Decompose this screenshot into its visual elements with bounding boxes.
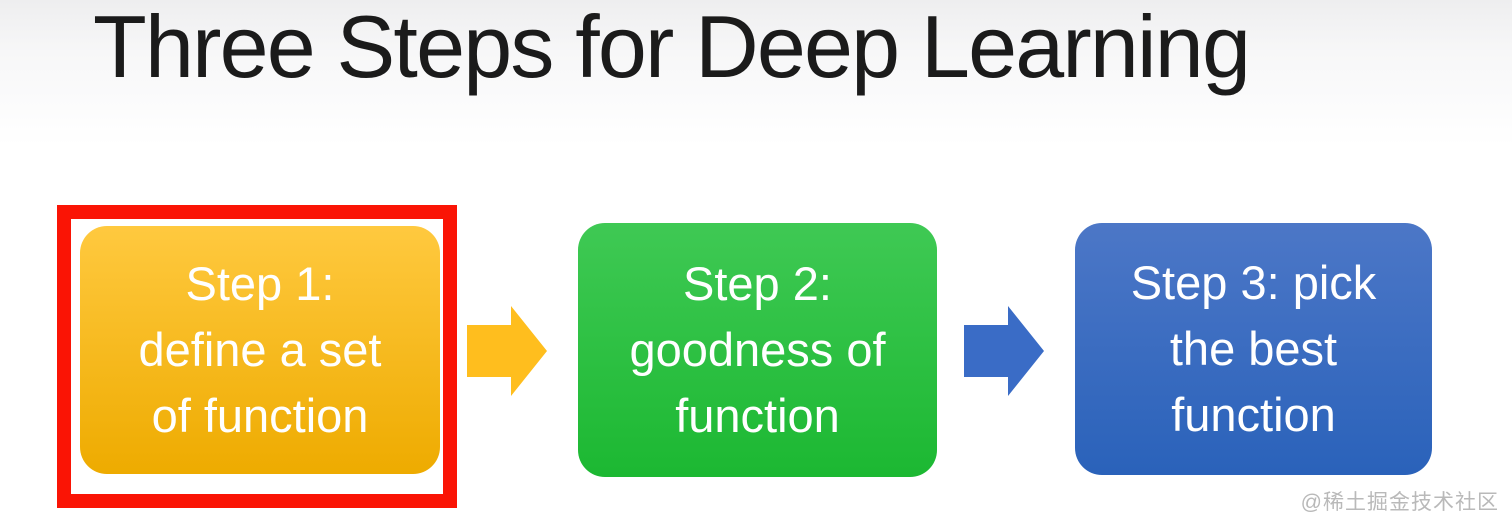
arrow-right-icon xyxy=(964,306,1044,396)
arrow-right-shape xyxy=(467,306,547,396)
step1-highlight-frame xyxy=(57,205,457,508)
step2-line3: function xyxy=(675,389,840,442)
slide-title: Three Steps for Deep Learning xyxy=(93,0,1251,96)
step1-line3: of function xyxy=(151,389,369,442)
step1-line2: define a set xyxy=(138,323,382,376)
step2-line1: Step 2: xyxy=(683,257,832,310)
step1-line1: Step 1: xyxy=(185,257,335,310)
step3-line3: function xyxy=(1171,388,1336,441)
arrow-right-shape xyxy=(964,306,1044,396)
step3-line1: Step 3: pick xyxy=(1130,256,1377,309)
step3-line2: the best xyxy=(1169,322,1338,375)
step1-box: Step 1: define a set of function xyxy=(80,226,440,474)
arrow-right-icon xyxy=(467,306,547,396)
step2-line2: goodness of xyxy=(629,323,886,376)
step3-box: Step 3: pick the best function xyxy=(1075,223,1432,475)
step2-box: Step 2: goodness of function xyxy=(578,223,937,477)
watermark: @稀土掘金技术社区 xyxy=(1300,491,1499,514)
